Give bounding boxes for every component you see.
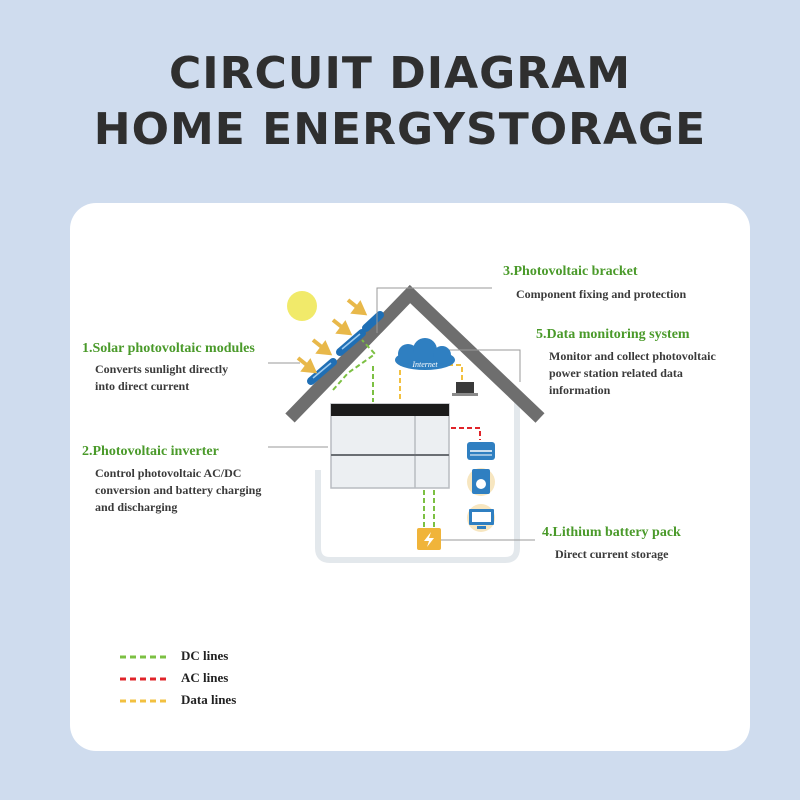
sunlight-arrows	[296, 298, 368, 374]
data-lines	[399, 364, 463, 402]
laptop-icon	[452, 382, 478, 396]
dc-lines	[332, 339, 435, 528]
inverter-desc-1: Control photovoltaic AC/DC	[95, 466, 242, 480]
inverter-unit	[330, 403, 450, 489]
bracket-desc-1: Component fixing and protection	[516, 287, 687, 301]
monitoring-desc-3: information	[549, 383, 611, 397]
ac-lines	[451, 427, 481, 440]
battery-heading: 4.Lithium battery pack	[542, 525, 681, 540]
solar-modules-desc-1: Converts sunlight directly	[95, 362, 229, 376]
inverter-desc-2: conversion and battery charging	[95, 483, 262, 497]
inverter-heading: 2.Photovoltaic inverter	[82, 444, 219, 459]
monitoring-heading: 5.Data monitoring system	[536, 327, 690, 342]
air-conditioner-icon	[467, 442, 495, 460]
house-outline	[315, 395, 520, 563]
legend-ac-label: AC lines	[181, 670, 229, 685]
bracket-heading: 3.Photovoltaic bracket	[503, 264, 638, 279]
monitoring-desc-1: Monitor and collect photovoltaic	[549, 349, 716, 363]
battery-desc-1: Direct current storage	[555, 547, 669, 561]
title-line-2: HOME ENERGYSTORAGE	[93, 104, 707, 155]
monitoring-desc-2: power station related data	[549, 366, 683, 380]
title-line-1: CIRCUIT DIAGRAM	[168, 48, 632, 99]
solar-panel-icon	[307, 311, 384, 385]
battery-icon	[417, 528, 441, 550]
solar-modules-desc-2: into direct current	[95, 379, 190, 393]
callout-lines	[268, 287, 535, 541]
solar-modules-heading: 1.Solar photovoltaic modules	[82, 341, 255, 356]
washing-machine-icon	[467, 468, 495, 496]
monitor-icon	[467, 504, 495, 532]
cloud-label: Internet	[411, 360, 438, 369]
legend-dc-label: DC lines	[181, 648, 229, 663]
cloud-icon: Internet	[395, 338, 455, 370]
sun-icon	[287, 291, 317, 321]
inverter-desc-3: and discharging	[95, 500, 178, 514]
legend-data-label: Data lines	[181, 692, 237, 707]
roof	[285, 284, 545, 423]
